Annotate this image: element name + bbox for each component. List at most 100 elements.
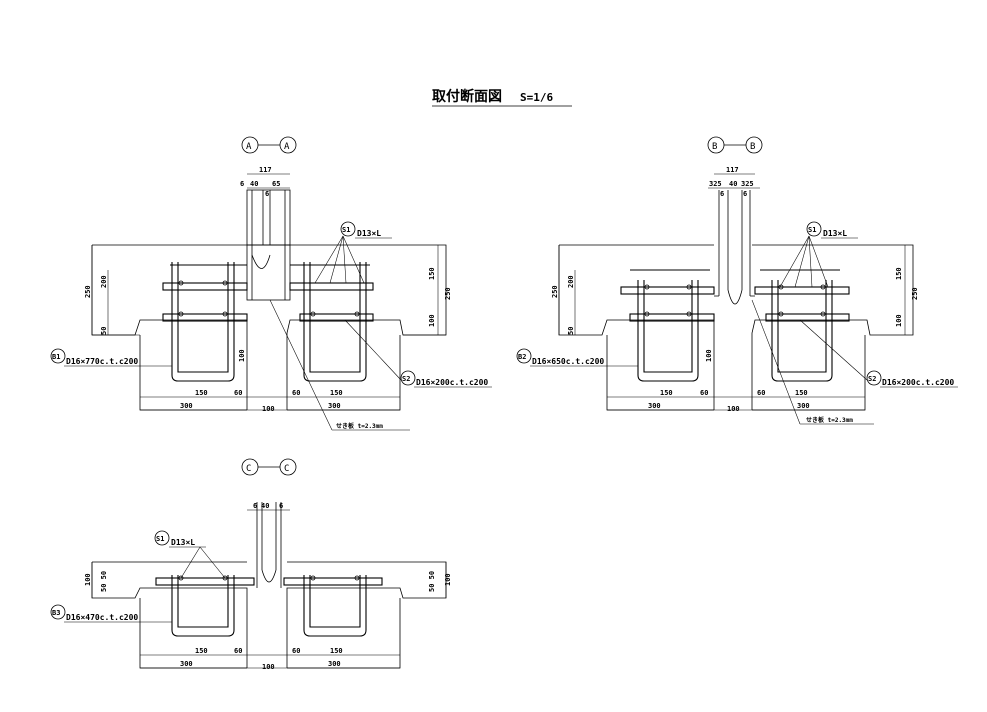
stirrup-left-b (177, 262, 229, 373)
pit-left (139, 598, 247, 669)
dim-100-mid: 100 (238, 349, 246, 362)
title-text: 取付断面図 (432, 88, 502, 105)
leader-s1: S1 D13×L (154, 530, 226, 579)
b1-spec: D16×770c.t.c200 (66, 357, 138, 366)
bar-h1 (162, 282, 248, 291)
s1-lead-3 (342, 235, 347, 284)
b1-circle (50, 348, 66, 364)
dims-left: 250 200 50 100 (551, 245, 713, 362)
rebar-left (162, 262, 248, 382)
section-c: C C 6 40 6 (50, 458, 452, 671)
stirrup-right-a (771, 280, 833, 382)
s1-lead-2 (794, 235, 810, 288)
leader-b1: B1 D16×770c.t.c200 (50, 348, 172, 367)
rebar-right (754, 269, 850, 382)
concrete-outline (558, 244, 914, 410)
bar-dot (686, 284, 692, 290)
dim-100: 100 (262, 405, 275, 413)
bar-h1 (289, 282, 374, 291)
s2-circle (866, 370, 882, 386)
bar-dot (222, 575, 228, 581)
b1-label: B1 (52, 353, 60, 361)
bar-h1 (754, 286, 850, 295)
dims-left: 250 200 50 100 (84, 245, 246, 362)
mark-circle-right (279, 458, 297, 476)
dim-150-l: 150 (660, 389, 673, 397)
s2-lead (344, 319, 402, 381)
s1-label: S1 (156, 535, 164, 543)
bar-h2 (629, 313, 715, 322)
stirrup-left-b (177, 575, 229, 628)
dim-100-right: 100 (444, 573, 452, 586)
stirrup-left-a (171, 575, 235, 637)
dim-60-l: 60 (234, 389, 242, 397)
stirrup-right-b (777, 280, 827, 373)
dim-60-l: 60 (234, 647, 242, 655)
drawing-title: 取付断面図 S=1/6 (432, 88, 572, 107)
s1-lead-1 (779, 235, 810, 288)
bar-dot (178, 575, 184, 581)
dim-250-right: 250 (444, 287, 452, 300)
s1-lead-2 (199, 546, 226, 579)
dim-60-r: 60 (292, 647, 300, 655)
dim-60-l: 60 (700, 389, 708, 397)
dim-300-r: 300 (797, 402, 810, 410)
dim-5050-right: 50 50 (428, 571, 436, 592)
bar-dot (686, 311, 692, 317)
s2-label: S2 (868, 375, 876, 383)
mark-circle-right (279, 136, 297, 154)
s2-spec: D16×200c.t.c200 (882, 378, 954, 387)
s1-label: S1 (808, 226, 816, 234)
stirrup-right-a (303, 262, 367, 382)
mark-right-text: A (284, 142, 290, 152)
dim-6b: 6 (279, 502, 283, 510)
s2-lead (799, 319, 868, 381)
bar-dot (178, 311, 184, 317)
dim-300-l: 300 (648, 402, 661, 410)
dim-150-r: 150 (330, 389, 343, 397)
dims-top: 117 325 40 325 6 6 (708, 166, 760, 198)
dim-150-right: 150 (895, 267, 903, 280)
leader-b3: B3 D16×470c.t.c200 (50, 604, 172, 623)
plate-text: せき板 t=2.3mm (806, 416, 853, 424)
dim-250-left: 250 (551, 285, 559, 298)
dim-6: 6 (240, 180, 244, 188)
stirrup-left-a (637, 280, 699, 382)
dim-40: 40 (729, 180, 737, 188)
bar-dot (310, 575, 316, 581)
dims-right: 150 250 100 (428, 245, 452, 335)
dim-65: 65 (272, 180, 280, 188)
dim-6b: 6 (265, 190, 269, 198)
mark-left-text: A (246, 142, 252, 152)
dims-right: 50 50 100 (428, 562, 452, 598)
concrete-outline (91, 561, 447, 668)
stirrup-right-b (309, 575, 361, 628)
plate-lead (269, 299, 333, 431)
bar-dot (644, 311, 650, 317)
joint-upper (246, 189, 291, 246)
mark-left-text: C (246, 464, 251, 474)
bar-dot (354, 311, 360, 317)
leader-b2: B2 D16×650c.t.c200 (516, 348, 638, 367)
leader-s1: S1 D13×L (779, 221, 858, 288)
joint-seal (727, 289, 743, 305)
b3-circle (50, 604, 66, 620)
leader-s1: S1 D13×L (314, 221, 392, 284)
dim-300-l: 300 (180, 660, 193, 668)
s1-spec: D13×L (357, 229, 381, 238)
stirrup-left-a (171, 262, 235, 382)
dim-40: 40 (250, 180, 258, 188)
dim-60-r: 60 (757, 389, 765, 397)
s1-lead-3 (808, 235, 813, 288)
bar-dot (354, 575, 360, 581)
dim-100-right: 100 (895, 314, 903, 327)
mark-right-text: B (750, 142, 755, 152)
s1-lead-4 (808, 235, 829, 288)
bar-h1 (155, 577, 255, 586)
b3-label: B3 (52, 609, 60, 617)
bar-dot (222, 311, 228, 317)
bar-dot (310, 311, 316, 317)
section-mark-b: B B (707, 136, 763, 154)
dim-250-right: 250 (911, 287, 919, 300)
bar-h2 (299, 313, 374, 322)
